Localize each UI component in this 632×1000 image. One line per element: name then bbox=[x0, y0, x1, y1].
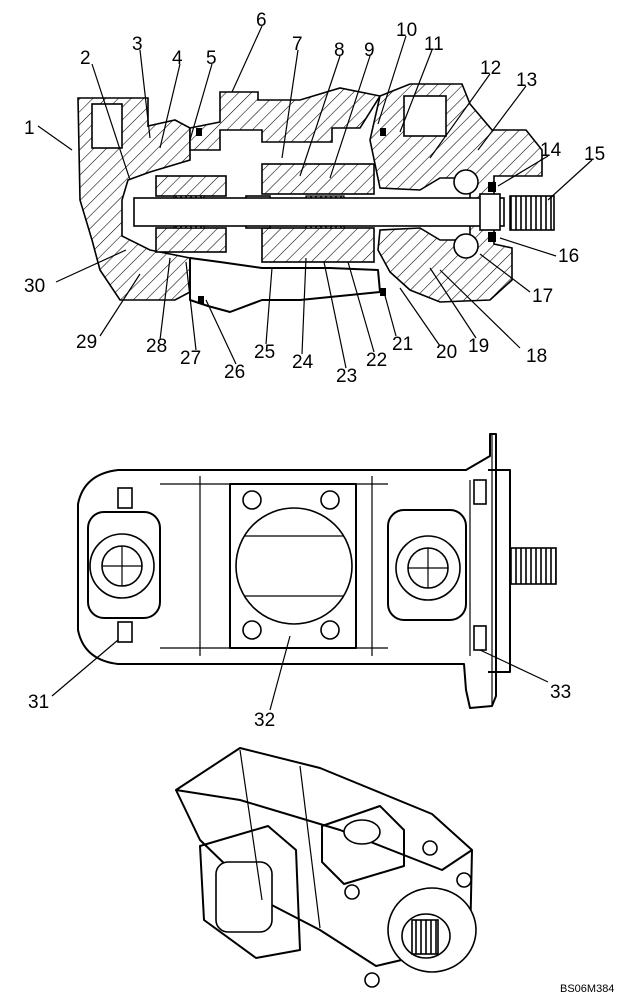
callout-14: 14 bbox=[540, 140, 562, 161]
callout-24: 24 bbox=[292, 352, 314, 373]
rear-gear-lower bbox=[155, 227, 227, 253]
bearing-upper bbox=[453, 169, 479, 195]
oring-3 bbox=[380, 288, 386, 296]
center-bore bbox=[235, 507, 353, 625]
callout-3: 3 bbox=[132, 34, 143, 55]
bolt-hole-1 bbox=[242, 490, 262, 510]
callout-11: 11 bbox=[424, 34, 444, 55]
housing-lower bbox=[189, 257, 381, 313]
iso-front-flange bbox=[199, 825, 301, 959]
callout-32: 32 bbox=[254, 710, 275, 731]
iso-top-port-hole bbox=[343, 819, 381, 845]
output-spline bbox=[509, 195, 555, 231]
iso-bolt-2 bbox=[456, 872, 472, 888]
bolt-top-left bbox=[117, 487, 133, 509]
isometric-view bbox=[175, 747, 477, 988]
callout-5: 5 bbox=[206, 48, 217, 69]
callout-31: 31 bbox=[28, 692, 49, 713]
front-flange bbox=[369, 83, 543, 303]
seal-lower bbox=[488, 232, 496, 242]
callout-19: 19 bbox=[468, 336, 489, 357]
iso-top-port bbox=[321, 805, 405, 885]
iso-output-spline bbox=[411, 919, 439, 955]
callout-2: 2 bbox=[80, 48, 91, 69]
callout-22: 22 bbox=[366, 350, 387, 371]
bolt-hole-4 bbox=[320, 620, 340, 640]
callout-13: 13 bbox=[516, 70, 537, 91]
callout-16: 16 bbox=[558, 246, 579, 267]
cross-section-view bbox=[77, 83, 555, 313]
callout-numbers: 1 2 3 4 5 6 7 8 9 10 11 12 13 14 15 16 1… bbox=[24, 10, 614, 995]
top-output-spline bbox=[509, 547, 557, 585]
housing-upper bbox=[189, 87, 382, 151]
callout-17: 17 bbox=[532, 286, 553, 307]
callout-4: 4 bbox=[172, 48, 183, 69]
front-gear-lower bbox=[261, 227, 375, 263]
iso-bolt-1 bbox=[344, 884, 360, 900]
front-gear-upper bbox=[261, 163, 375, 195]
callout-26: 26 bbox=[224, 362, 245, 383]
shaft-collar bbox=[479, 193, 501, 231]
callout-1: 1 bbox=[24, 118, 35, 139]
callout-27: 27 bbox=[180, 348, 201, 369]
callout-7: 7 bbox=[292, 34, 303, 55]
callout-6: 6 bbox=[256, 10, 267, 31]
bolt-31 bbox=[117, 621, 133, 643]
callout-21: 21 bbox=[392, 334, 413, 355]
oring-2 bbox=[380, 128, 386, 136]
front-port bbox=[403, 95, 447, 137]
drawing-code: BS06M384 bbox=[560, 983, 614, 995]
drive-shaft bbox=[133, 197, 505, 227]
seal-upper bbox=[488, 182, 496, 192]
bolt-hole-3 bbox=[242, 620, 262, 640]
bolt-33 bbox=[473, 625, 487, 651]
bearing-lower bbox=[453, 233, 479, 259]
callout-29: 29 bbox=[76, 332, 97, 353]
top-view bbox=[77, 433, 557, 709]
rear-gear-upper bbox=[155, 175, 227, 197]
callout-25: 25 bbox=[254, 342, 275, 363]
callout-12: 12 bbox=[480, 58, 501, 79]
callout-8: 8 bbox=[334, 40, 345, 61]
callout-20: 20 bbox=[436, 342, 457, 363]
top-housing-outline bbox=[77, 433, 497, 709]
callout-23: 23 bbox=[336, 366, 357, 387]
iso-bolt-4 bbox=[364, 972, 380, 988]
iso-front-port bbox=[215, 861, 273, 933]
bolt-hole-2 bbox=[320, 490, 340, 510]
callout-9: 9 bbox=[364, 40, 375, 61]
callout-10: 10 bbox=[396, 20, 417, 41]
callout-33: 33 bbox=[550, 682, 571, 703]
callout-28: 28 bbox=[146, 336, 167, 357]
inlet-port-frame bbox=[87, 511, 161, 619]
iso-bolt-3 bbox=[422, 840, 438, 856]
oring-1 bbox=[196, 128, 202, 136]
callout-18: 18 bbox=[526, 346, 547, 367]
callout-30: 30 bbox=[24, 276, 45, 297]
callout-15: 15 bbox=[584, 144, 605, 165]
leader-lines-section bbox=[37, 25, 593, 369]
bolt-top-right bbox=[473, 479, 487, 505]
oring-4 bbox=[198, 296, 204, 304]
leader-lines-top bbox=[51, 635, 549, 711]
outlet-port-frame bbox=[387, 509, 467, 621]
